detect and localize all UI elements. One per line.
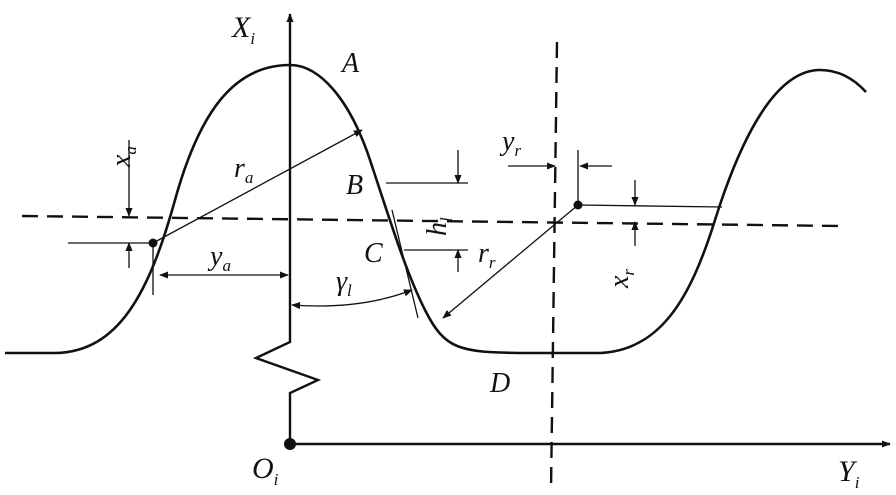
label-xi: Xi bbox=[231, 11, 255, 48]
vertical-centerline-dashed bbox=[549, 41, 559, 491]
label-yr: yr bbox=[499, 126, 521, 160]
svg-text:xr: xr bbox=[604, 269, 638, 289]
label-xa: xa bbox=[106, 146, 140, 168]
axis-break-zigzag bbox=[252, 335, 322, 444]
point-label-c: C bbox=[364, 238, 383, 269]
tooth-profile-curve bbox=[5, 63, 867, 355]
point-label-d: D bbox=[489, 368, 510, 399]
origin-point bbox=[284, 438, 296, 450]
xr-extension-line bbox=[577, 204, 723, 208]
gamma-l-arc bbox=[291, 289, 413, 310]
svg-text:xa: xa bbox=[106, 146, 140, 168]
point-label-a: A bbox=[340, 48, 360, 79]
label-xr: xr bbox=[604, 269, 638, 289]
ra-radius-line bbox=[152, 129, 363, 244]
label-ra: ra bbox=[234, 153, 253, 187]
label-oi: Oi bbox=[252, 452, 279, 489]
flank-tangent-line bbox=[391, 209, 419, 319]
pitch-line-dashed bbox=[21, 214, 841, 228]
point-label-b: B bbox=[346, 170, 363, 201]
label-yi: Yi bbox=[838, 455, 860, 492]
svg-text:hl: hl bbox=[422, 217, 456, 236]
label-gamma-l: γl bbox=[336, 266, 352, 300]
rr-radius-line bbox=[442, 204, 579, 319]
label-hl: hl bbox=[422, 217, 456, 236]
label-rr: rr bbox=[478, 238, 496, 272]
label-ya: ya bbox=[207, 241, 231, 275]
